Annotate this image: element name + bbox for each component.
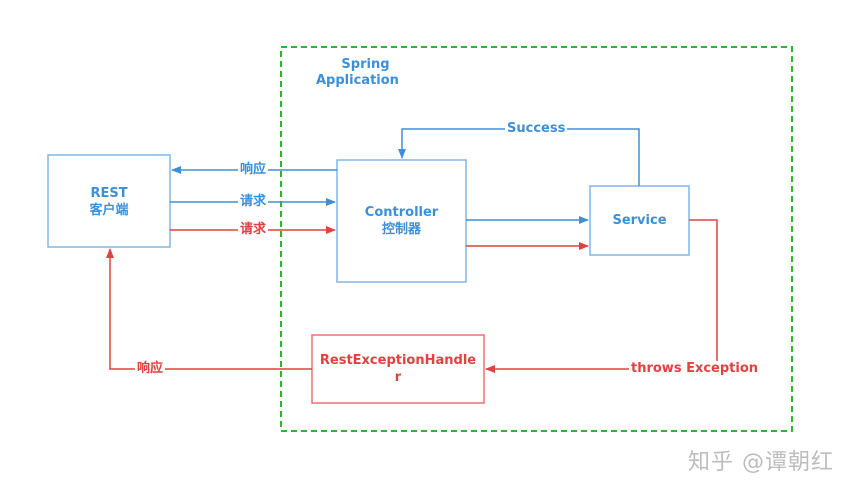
success-label: Success [505, 121, 568, 137]
rest-client-box [47, 154, 171, 248]
watermark: 知乎 @谭朝红 [688, 450, 834, 475]
controller-box [336, 159, 467, 283]
service-label: Service [590, 212, 689, 229]
response-label-bottom: 响应 [135, 361, 166, 377]
throws-exception-arrow [485, 219, 718, 373]
request-label-red: 请求 [238, 222, 269, 238]
rest-client-label: REST 客户端 [48, 185, 170, 219]
request-label-blue: 请求 [238, 194, 269, 210]
rest-client-line1: REST [90, 186, 128, 201]
spring-application-container [280, 46, 793, 432]
service-line1: Service [612, 213, 667, 228]
controller-line1: Controller [364, 205, 439, 220]
exception-handler-label: RestExceptionHandle r [312, 352, 484, 386]
exception-handler-line2: r [394, 370, 402, 385]
container-title: Spring Application [316, 57, 399, 89]
handler-response-arrow [106, 248, 312, 370]
container-title-line1: Spring [341, 57, 390, 72]
response-label-top: 响应 [238, 162, 269, 178]
throws-exception-label: throws Exception [629, 361, 761, 377]
controller-label: Controller 控制器 [337, 204, 466, 238]
exception-handler-box [311, 334, 485, 404]
exception-handler-line1: RestExceptionHandle [319, 353, 477, 368]
container-title-line2: Application [316, 73, 399, 88]
controller-line2: 控制器 [381, 222, 421, 237]
rest-client-line2: 客户端 [89, 203, 129, 218]
